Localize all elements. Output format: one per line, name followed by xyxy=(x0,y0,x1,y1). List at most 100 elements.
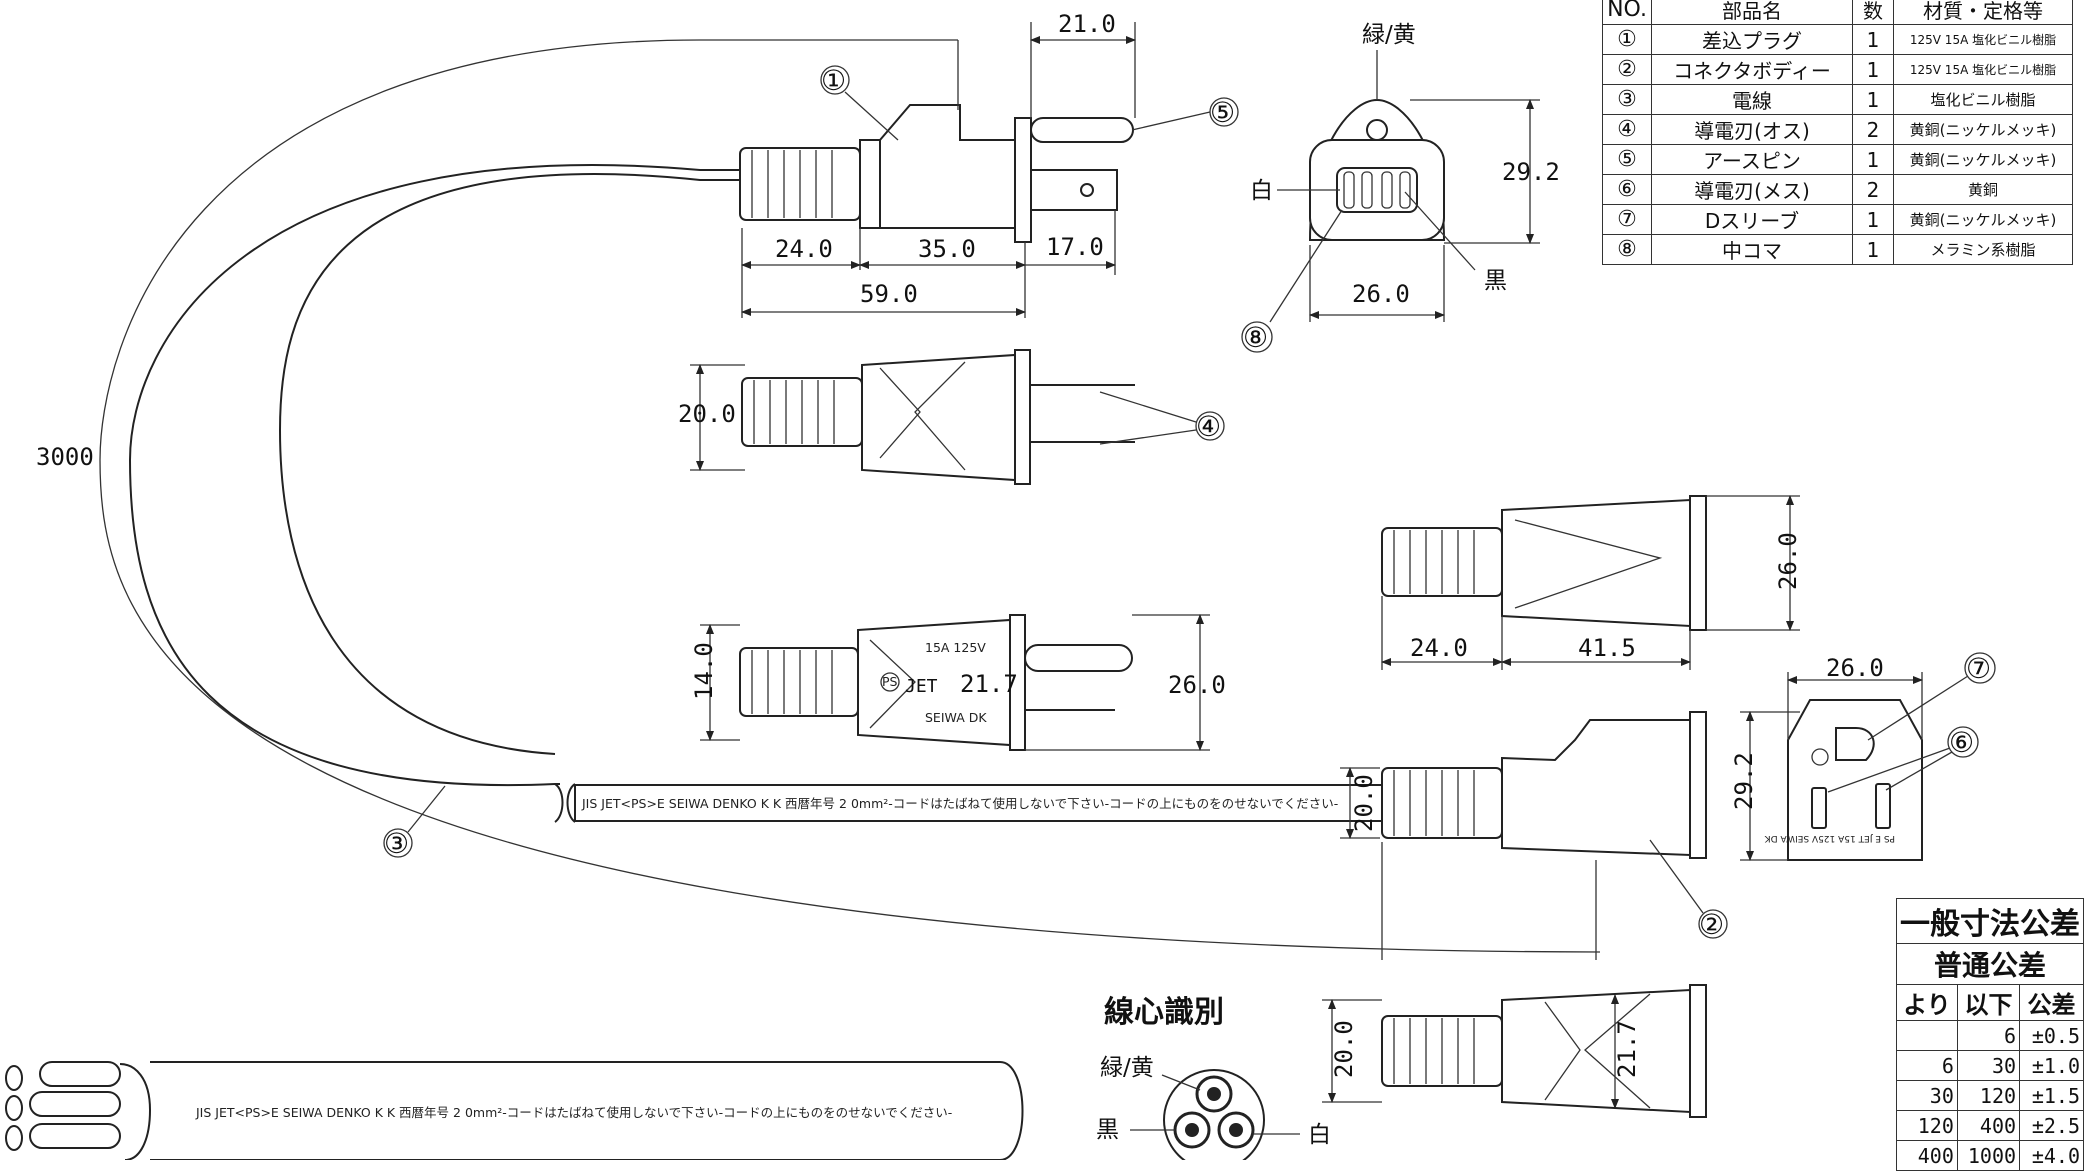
part-material: 125V 15A 塩化ビニル樹脂 xyxy=(1893,24,2073,55)
tolerance-value: ±1.0 xyxy=(2019,1050,2084,1081)
tolerance-title: 一般寸法公差 xyxy=(1896,898,2084,944)
table-row: ① 差込プラグ 1 125V 15A 塩化ビニル樹脂 xyxy=(1602,24,2073,55)
plug-top-dimensions xyxy=(741,22,1136,318)
dim-26-0-connector-face: 26.0 xyxy=(1826,654,1884,682)
core-id-green-yellow: 緑/黄 xyxy=(1100,1055,1154,1081)
plug-top-view xyxy=(739,104,1134,243)
parts-header-material: 材質・定格等 xyxy=(1893,0,2073,25)
dim-26-0-connector-top: 26.0 xyxy=(1774,532,1802,590)
dim-17-0: 17.0 xyxy=(1046,233,1104,261)
table-row: 400 1000 ±4.0 xyxy=(1896,1140,2084,1171)
tolerance-table: 一般寸法公差 普通公差 より 以下 公差 6 ±0.5 6 30 ±1.0 30… xyxy=(1896,898,2084,1171)
dim-29-2-receptacle: 29.2 xyxy=(1502,158,1560,186)
part-qty: 1 xyxy=(1852,204,1894,235)
part-name: 導電刃(オス) xyxy=(1651,114,1853,145)
part-no: ③ xyxy=(1602,84,1652,115)
table-row: ⑥ 導電刃(メス) 2 黄銅 xyxy=(1602,174,2073,205)
dim-21-7-connector-bottom: 21.7 xyxy=(1613,1020,1641,1078)
part-name: コネクタボディー xyxy=(1651,54,1853,85)
cord-loop xyxy=(99,39,1601,960)
part-material: 黄銅 xyxy=(1893,174,2073,205)
part-no: ⑥ xyxy=(1602,174,1652,205)
part-material: 黄銅(ニッケルメッキ) xyxy=(1893,204,2073,235)
table-row: 120 400 ±2.5 xyxy=(1896,1110,2084,1141)
core-id-white: 白 xyxy=(1308,1122,1331,1148)
dim-41-5: 41.5 xyxy=(1578,634,1636,662)
parts-header-qty: 数 xyxy=(1852,0,1894,25)
dim-21-7-plug: 21.7 xyxy=(960,670,1018,698)
table-row: 6 ±0.5 xyxy=(1896,1020,2084,1051)
core-id-title: 線心識別 xyxy=(1104,995,1224,1030)
part-no: ② xyxy=(1602,54,1652,85)
cord-section-view xyxy=(5,1061,1024,1160)
part-name: アースピン xyxy=(1651,144,1853,175)
callout-5-label: ⑤ xyxy=(1210,96,1235,129)
tolerance-header-from: より xyxy=(1896,984,1958,1021)
callout-5 xyxy=(1131,97,1239,131)
part-material: 塩化ビニル樹脂 xyxy=(1893,84,2073,115)
part-qty: 2 xyxy=(1852,114,1894,145)
table-row: ③ 電線 1 塩化ビニル樹脂 xyxy=(1602,84,2073,115)
dim-26-0-receptacle: 26.0 xyxy=(1352,280,1410,308)
tolerance-value: ±1.5 xyxy=(2019,1080,2084,1111)
connector-face-view: PS E JET 15A 125V SEIWA DK xyxy=(1740,652,1996,861)
tolerance-value: ±4.0 xyxy=(2019,1140,2084,1171)
dim-29-2-connector-face: 29.2 xyxy=(1730,752,1758,810)
table-row: ⑤ アースピン 1 黄銅(ニッケルメッキ) xyxy=(1602,144,2073,175)
tolerance-header-to: 以下 xyxy=(1956,984,2021,1021)
table-row: ⑦ Dスリーブ 1 黄銅(ニッケルメッキ) xyxy=(1602,204,2073,235)
part-no: ④ xyxy=(1602,114,1652,145)
connector-face-marking: PS E JET 15A 125V SEIWA DK xyxy=(1764,833,1895,843)
tolerance-value: ±2.5 xyxy=(2019,1110,2084,1141)
part-name: 差込プラグ xyxy=(1651,24,1853,55)
table-row: ② コネクタボディー 1 125V 15A 塩化ビニル樹脂 xyxy=(1602,54,2073,85)
table-row: ④ 導電刃(オス) 2 黄銅(ニッケルメッキ) xyxy=(1602,114,2073,145)
tolerance-to: 30 xyxy=(1956,1050,2021,1081)
dim-14-0: 14.0 xyxy=(690,642,718,700)
part-qty: 1 xyxy=(1852,144,1894,175)
core-id-black: 黒 xyxy=(1096,1117,1119,1143)
part-qty: 1 xyxy=(1852,54,1894,85)
callout-1 xyxy=(820,65,899,141)
dim-20-0-connector-mid: 20.0 xyxy=(1350,774,1378,832)
tolerance-to: 6 xyxy=(1956,1020,2021,1051)
parts-table-header: NO. 部品名 数 材質・定格等 xyxy=(1602,0,2073,25)
core-id-diagram xyxy=(1130,1069,1300,1160)
callout-7-label: ⑦ xyxy=(1966,652,1991,685)
parts-table: NO. 部品名 数 材質・定格等 ① 差込プラグ 1 125V 15A 塩化ビニ… xyxy=(1602,0,2073,265)
dim-24-0: 24.0 xyxy=(775,235,833,263)
callout-2-label: ② xyxy=(1699,908,1724,941)
cord-print-main: JIS JET<PS>E SEIWA DENKO K K 西暦年号 2 0mm²… xyxy=(581,796,1338,811)
dim-24-0-connector: 24.0 xyxy=(1410,634,1468,662)
dim-21-0: 21.0 xyxy=(1058,10,1116,38)
receptacle-label-green-yellow: 緑/黄 xyxy=(1362,22,1416,48)
cord-print-section: JIS JET<PS>E SEIWA DENKO K K 西暦年号 2 0mm²… xyxy=(195,1105,952,1120)
tolerance-to: 400 xyxy=(1956,1110,2021,1141)
part-material: 黄銅(ニッケルメッキ) xyxy=(1893,144,2073,175)
receptacle-face-view xyxy=(1241,50,1540,353)
tolerance-header: より 以下 公差 xyxy=(1896,984,2084,1021)
tolerance-value: ±0.5 xyxy=(2019,1020,2084,1051)
part-qty: 1 xyxy=(1852,234,1894,265)
parts-header-name: 部品名 xyxy=(1651,0,1853,25)
callout-4-label: ④ xyxy=(1196,410,1221,443)
tolerance-to: 1000 xyxy=(1956,1140,2021,1171)
table-row: ⑧ 中コマ 1 メラミン系樹脂 xyxy=(1602,234,2073,265)
callout-1-label: ① xyxy=(821,64,846,97)
connector-main-view xyxy=(554,711,1707,859)
connector-top-view xyxy=(1381,495,1800,670)
tolerance-to: 120 xyxy=(1956,1080,2021,1111)
callout-2 xyxy=(1649,839,1728,939)
callout-4 xyxy=(1099,391,1225,445)
part-name: Dスリーブ xyxy=(1651,204,1853,235)
overall-length-label: 3000 xyxy=(36,443,94,471)
part-qty: 2 xyxy=(1852,174,1894,205)
dim-35-0: 35.0 xyxy=(918,235,976,263)
dim-20-0-plug: 20.0 xyxy=(678,400,736,428)
part-material: 黄銅(ニッケルメッキ) xyxy=(1893,114,2073,145)
tolerance-subtitle: 普通公差 xyxy=(1896,943,2084,985)
tolerance-header-tol: 公差 xyxy=(2019,984,2084,1021)
tolerance-from: 400 xyxy=(1896,1140,1958,1171)
part-material: 125V 15A 塩化ビニル樹脂 xyxy=(1893,54,2073,85)
